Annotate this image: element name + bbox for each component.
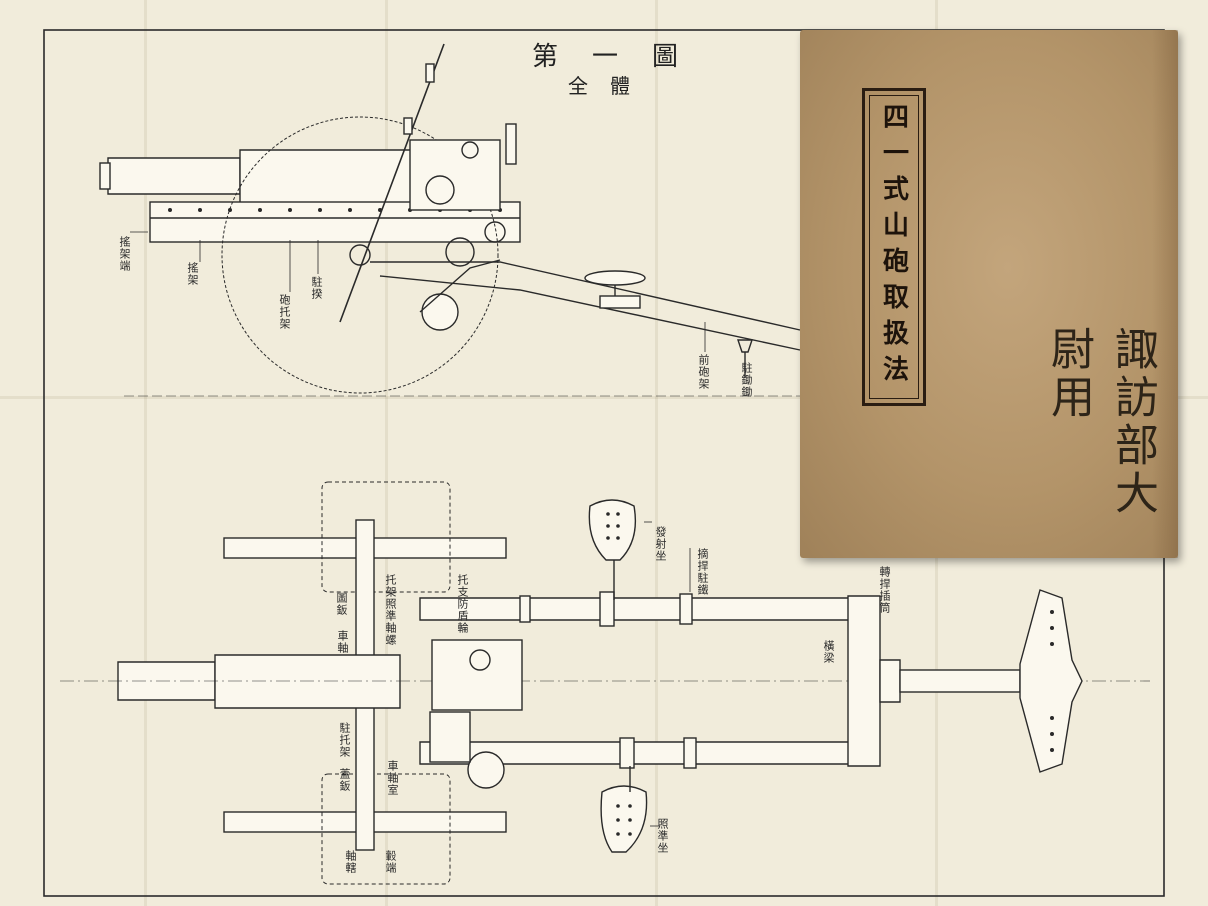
label-trail-handle: 摘捍駐鐵 (696, 548, 709, 596)
label-axle-end: 軸轄 (344, 850, 357, 874)
label-recoil: 駐揆 (310, 276, 323, 300)
label-cross-beam: 橫梁 (822, 640, 835, 664)
label-axle-box: 車軸室 (386, 760, 399, 796)
label-trail-mount: 駐鋤鋤 (740, 362, 753, 398)
label-hub: 轂端 (384, 850, 397, 874)
label-seat-lower: 照準坐 (656, 818, 669, 854)
manual-booklet-cover: 四一式山砲取扱法 諏訪部大尉用 (800, 30, 1178, 558)
figure-subtitle: 全體 (568, 74, 652, 98)
label-cradle: 搖架 (186, 262, 199, 286)
owner-handwriting: 諏訪部大尉用 (1043, 326, 1158, 518)
label-sight-mount: 托架照準軸螺 (384, 574, 397, 646)
label-spade-holder: 轉捍插筒 (878, 566, 891, 614)
label-axle: 車軸 (336, 630, 349, 654)
label-cradle-end: 搖架端 (118, 236, 131, 272)
label-lower-plate: 蓋鈑 (338, 768, 351, 792)
label-gun-cradle: 砲托架 (278, 294, 291, 330)
label-axle-plate: 圖鈑 (335, 592, 348, 616)
label-shield: 托支防盾輪 (456, 574, 469, 634)
label-recoil-spring: 駐托架 (338, 722, 351, 758)
booklet-title: 四一式山砲取扱法 (878, 103, 909, 391)
label-front-trail: 前砲架 (697, 354, 710, 390)
title-frame-inner: 四一式山砲取扱法 (869, 95, 919, 399)
title-frame: 四一式山砲取扱法 (862, 88, 926, 406)
label-seat-upper: 發射坐 (654, 526, 667, 562)
booklet-edge (1152, 30, 1178, 558)
figure-title: 第一圖 (532, 42, 713, 72)
